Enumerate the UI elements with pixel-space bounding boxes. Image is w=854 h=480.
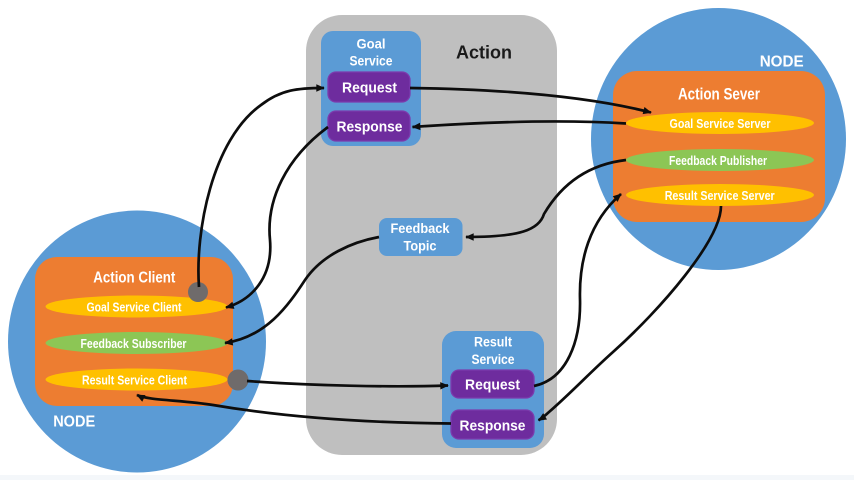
svg-text:Result: Result [474,334,512,349]
svg-text:Feedback Subscriber: Feedback Subscriber [81,336,187,351]
svg-text:Response: Response [337,119,403,136]
svg-text:Action Sever: Action Sever [678,84,760,103]
svg-text:Service: Service [350,54,393,69]
svg-text:Request: Request [342,80,397,97]
svg-text:Goal Service Client: Goal Service Client [87,300,183,315]
svg-text:Feedback: Feedback [391,221,450,236]
svg-text:Service: Service [472,352,515,367]
svg-text:Topic: Topic [404,239,437,254]
svg-text:Response: Response [460,418,526,435]
svg-text:Goal: Goal [357,37,386,52]
svg-text:Request: Request [465,377,520,394]
svg-text:NODE: NODE [760,53,804,70]
svg-text:Action: Action [456,43,512,63]
svg-text:Action Client: Action Client [93,269,176,286]
svg-text:Goal Service Server: Goal Service Server [670,116,771,131]
svg-text:Result Service Client: Result Service Client [82,373,188,388]
svg-text:Result Service Server: Result Service Server [665,188,775,203]
svg-text:NODE: NODE [53,414,95,431]
svg-text:Feedback Publisher: Feedback Publisher [669,153,767,168]
